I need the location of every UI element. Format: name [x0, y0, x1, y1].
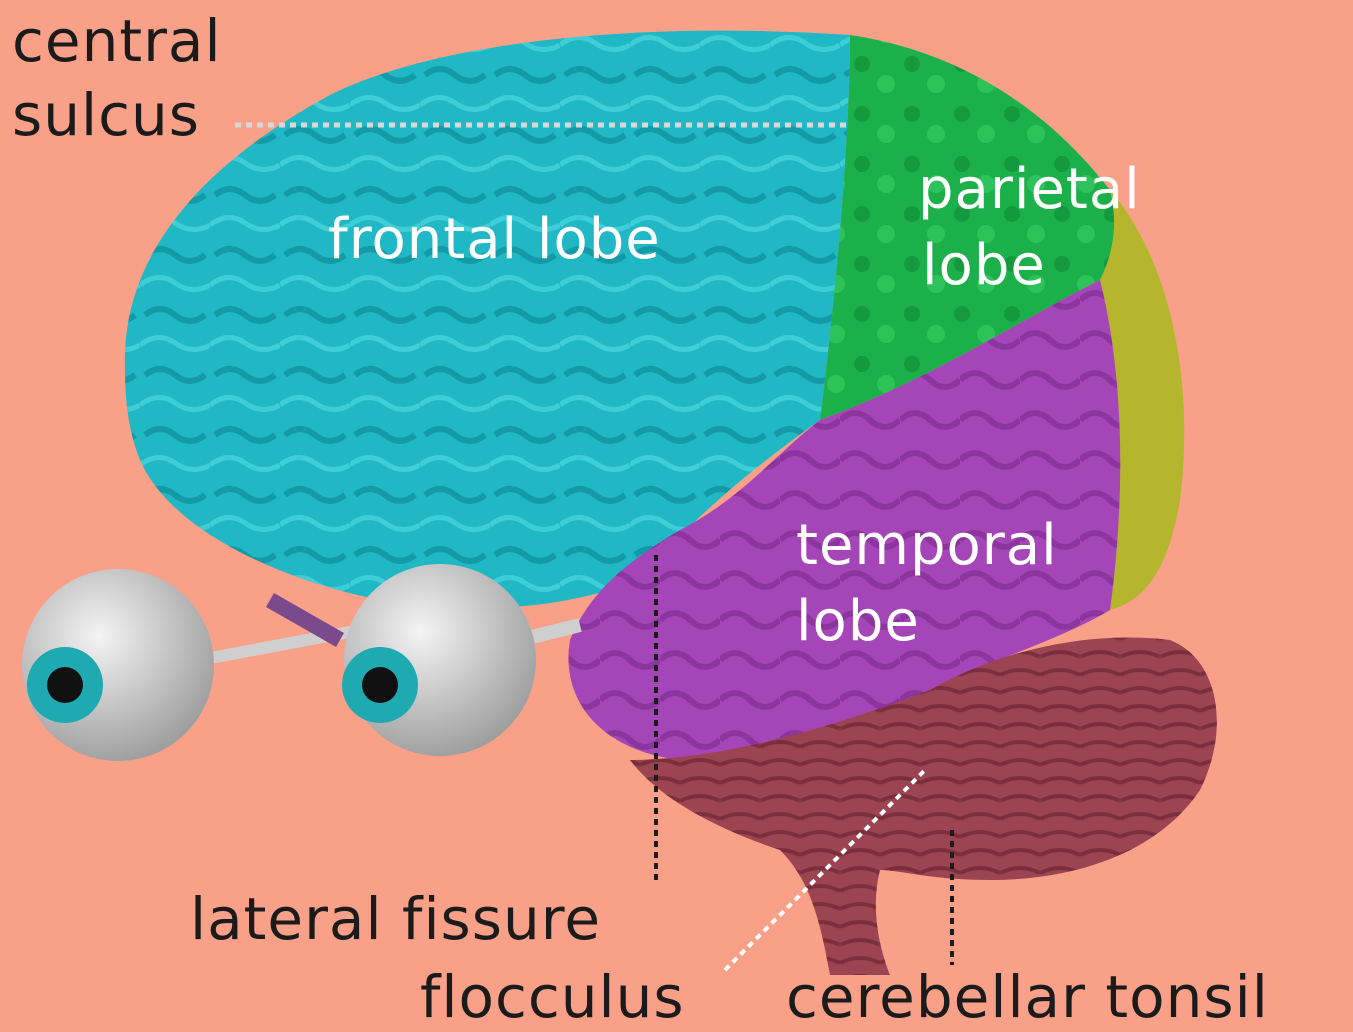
- frontal-lobe-label: frontal lobe: [328, 212, 661, 268]
- flocculus-label: flocculus: [420, 968, 685, 1026]
- lateral-fissure-label: lateral fissure: [190, 890, 601, 948]
- left-eye: [22, 569, 214, 761]
- cerebellar-tonsil-label: cerebellar tonsil: [786, 968, 1269, 1026]
- temporal-lobe-label-line1: temporal: [796, 518, 1058, 574]
- parietal-lobe-label-line2: lobe: [922, 238, 1046, 294]
- parietal-lobe-label-line1: parietal: [918, 162, 1141, 218]
- temporal-lobe-label-line2: lobe: [796, 594, 920, 650]
- central-sulcus-label-line2: sulcus: [12, 86, 200, 144]
- central-sulcus-label-line1: central: [12, 12, 222, 70]
